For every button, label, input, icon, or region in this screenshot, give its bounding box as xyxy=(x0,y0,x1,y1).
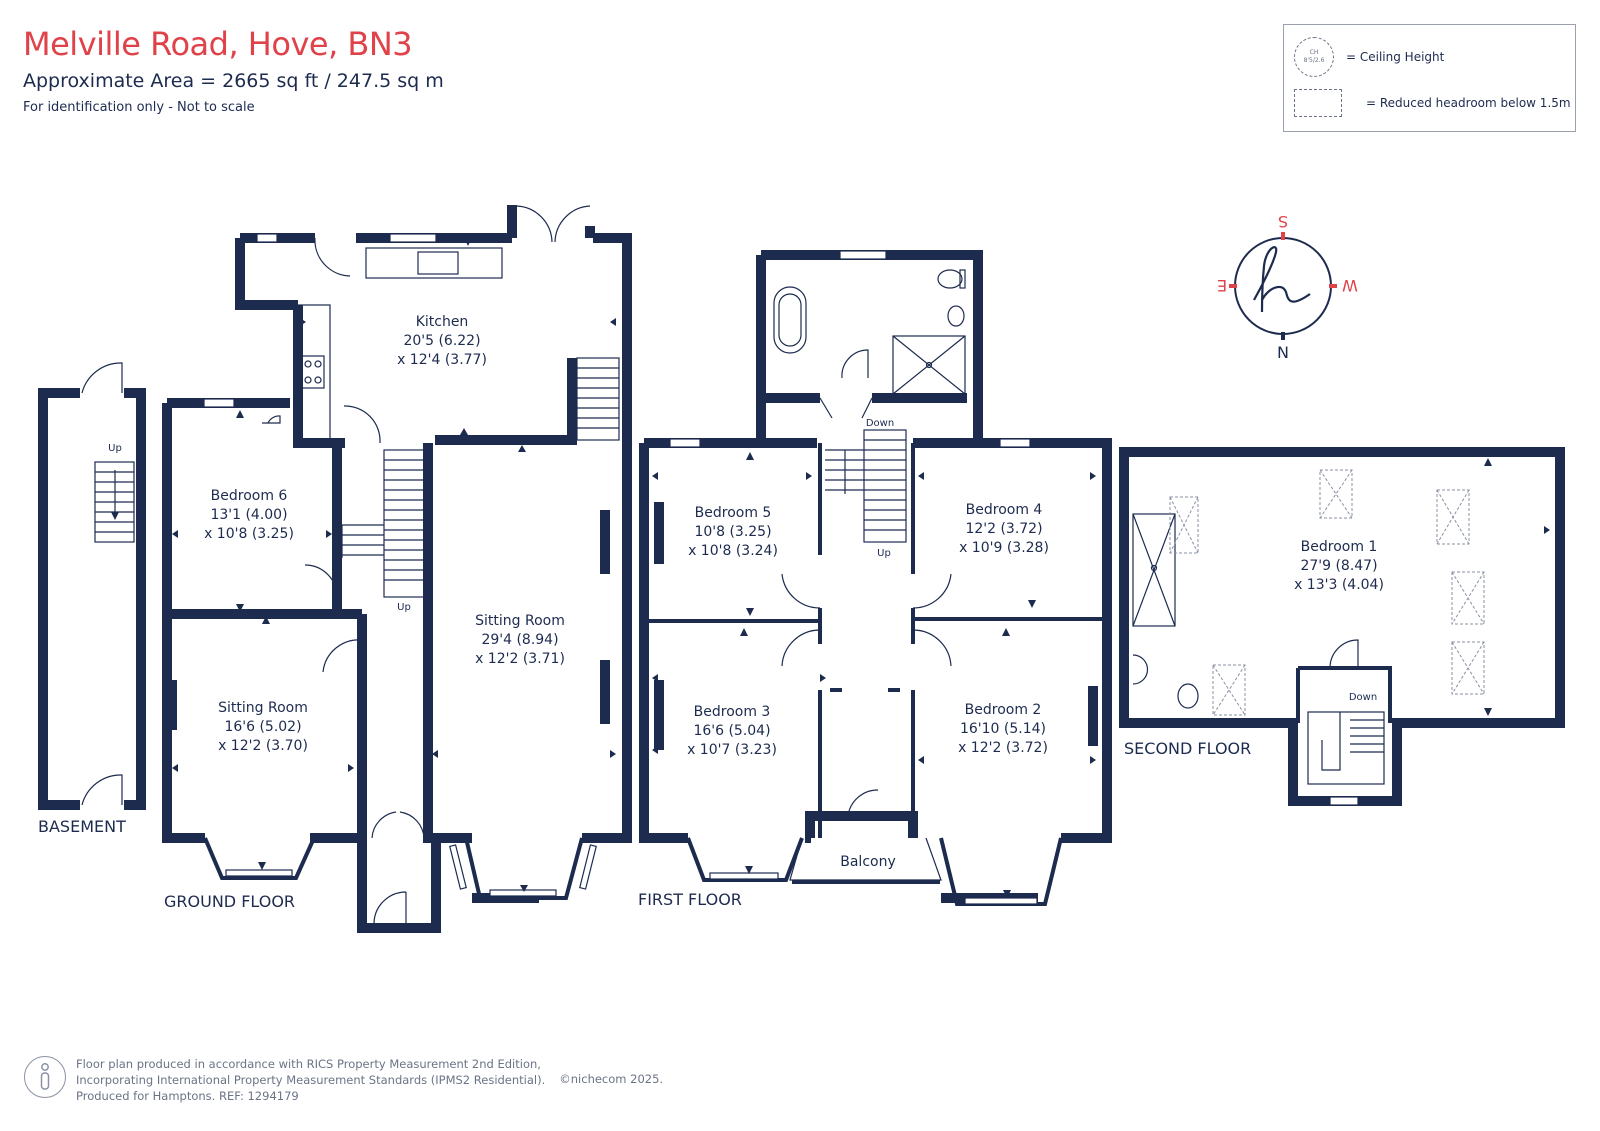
legend-reduced-headroom: = Reduced headroom below 1.5m xyxy=(1294,89,1571,117)
basement-stairs-up: Up xyxy=(108,443,122,454)
svg-text:16'10 (5.14): 16'10 (5.14) xyxy=(960,721,1046,737)
svg-text:16'6 (5.04): 16'6 (5.04) xyxy=(693,723,770,739)
ground-floor-plan: Up xyxy=(162,205,632,933)
svg-text:16'6 (5.02): 16'6 (5.02) xyxy=(224,719,301,735)
room-sitting-room-small: Sitting Room 16'6 (5.02) x 12'2 (3.70) xyxy=(218,700,308,754)
room-bedroom-5: Bedroom 5 10'8 (3.25) x 10'8 (3.24) xyxy=(688,505,778,559)
property-title: Melville Road, Hove, BN3 xyxy=(23,25,413,63)
compass-west: W xyxy=(1342,276,1358,295)
legend-ceiling-height: CH 8'5/2.6 = Ceiling Height xyxy=(1294,37,1444,77)
reduced-headroom-label: = Reduced headroom below 1.5m xyxy=(1366,96,1571,110)
svg-text:Bedroom 1: Bedroom 1 xyxy=(1301,539,1378,555)
floor-label-ground: GROUND FLOOR xyxy=(164,892,295,911)
svg-text:Bedroom 5: Bedroom 5 xyxy=(695,505,772,521)
header: Melville Road, Hove, BN3 Approximate Are… xyxy=(23,22,444,115)
second-stairs-down: Down xyxy=(1349,692,1377,703)
room-balcony: Balcony xyxy=(840,854,896,870)
second-floor-plan: Down xyxy=(1119,447,1565,806)
first-stairs-down: Down xyxy=(866,418,894,429)
svg-text:13'1 (4.00): 13'1 (4.00) xyxy=(210,507,287,523)
svg-text:Bedroom 4: Bedroom 4 xyxy=(966,502,1043,518)
svg-text:x 10'7 (3.23): x 10'7 (3.23) xyxy=(687,742,777,758)
svg-text:Bedroom 2: Bedroom 2 xyxy=(965,702,1042,718)
floor-label-basement: BASEMENT xyxy=(38,817,126,836)
room-kitchen: Kitchen 20'5 (6.22) x 12'4 (3.77) xyxy=(397,314,487,368)
compass-south: S xyxy=(1278,212,1288,231)
floor-labels: BASEMENT GROUND FLOOR FIRST FLOOR SECOND… xyxy=(38,739,1251,911)
svg-text:x 10'8 (3.24): x 10'8 (3.24) xyxy=(688,543,778,559)
first-stairs-up: Up xyxy=(877,548,891,559)
svg-text:12'2 (3.72): 12'2 (3.72) xyxy=(965,521,1042,537)
svg-text:x 12'4 (3.77): x 12'4 (3.77) xyxy=(397,352,487,368)
copyright: ©nichecom 2025. xyxy=(559,1072,664,1086)
svg-text:Bedroom 6: Bedroom 6 xyxy=(211,488,288,504)
svg-text:x 12'2 (3.72): x 12'2 (3.72) xyxy=(958,740,1048,756)
svg-text:29'4 (8.94): 29'4 (8.94) xyxy=(481,632,558,648)
room-bedroom-4: Bedroom 4 12'2 (3.72) x 10'9 (3.28) xyxy=(959,502,1049,556)
svg-text:27'9 (8.47): 27'9 (8.47) xyxy=(1300,558,1377,574)
compass: S N E W xyxy=(1217,212,1358,362)
room-bedroom-2: Bedroom 2 16'10 (5.14) x 12'2 (3.72) xyxy=(958,702,1048,756)
footer: Floor plan produced in accordance with R… xyxy=(24,1056,663,1104)
ceiling-height-icon: CH 8'5/2.6 xyxy=(1294,37,1334,77)
rics-person-icon xyxy=(24,1056,66,1098)
basement-stairs: Up xyxy=(94,443,135,543)
svg-text:x 12'2 (3.71): x 12'2 (3.71) xyxy=(475,651,565,667)
ground-stairs-up: Up xyxy=(397,602,411,613)
svg-text:x 10'9 (3.28): x 10'9 (3.28) xyxy=(959,540,1049,556)
room-labels: Kitchen 20'5 (6.22) x 12'4 (3.77) Bedroo… xyxy=(204,314,1384,870)
svg-text:x 12'2 (3.70): x 12'2 (3.70) xyxy=(218,738,308,754)
legend: CH 8'5/2.6 = Ceiling Height = Reduced he… xyxy=(1283,24,1576,132)
approximate-area: Approximate Area = 2665 sq ft / 247.5 sq… xyxy=(23,70,444,92)
room-bedroom-1: Bedroom 1 27'9 (8.47) x 13'3 (4.04) xyxy=(1294,539,1384,593)
room-bedroom-3: Bedroom 3 16'6 (5.04) x 10'7 (3.23) xyxy=(687,704,777,758)
compass-north: N xyxy=(1277,343,1289,362)
reduced-headroom-icon xyxy=(1294,89,1342,117)
svg-text:10'8 (3.25): 10'8 (3.25) xyxy=(694,524,771,540)
svg-text:Bedroom 3: Bedroom 3 xyxy=(694,704,771,720)
ceiling-height-label: = Ceiling Height xyxy=(1346,50,1445,64)
svg-text:Sitting Room: Sitting Room xyxy=(218,700,308,716)
room-bedroom-6: Bedroom 6 13'1 (4.00) x 10'8 (3.25) xyxy=(204,488,294,542)
footer-text: Floor plan produced in accordance with R… xyxy=(76,1057,546,1103)
svg-text:20'5 (6.22): 20'5 (6.22) xyxy=(403,333,480,349)
first-floor-plan: Down Up xyxy=(639,250,1112,906)
logo-h-icon xyxy=(1253,246,1311,313)
compass-east: E xyxy=(1217,276,1227,295)
basement-plan: Up xyxy=(38,362,146,810)
svg-text:Sitting Room: Sitting Room xyxy=(475,613,565,629)
floor-label-second: SECOND FLOOR xyxy=(1124,739,1251,758)
disclaimer: For identification only - Not to scale xyxy=(23,100,255,115)
svg-text:Kitchen: Kitchen xyxy=(416,314,469,330)
room-sitting-room-large: Sitting Room 29'4 (8.94) x 12'2 (3.71) xyxy=(475,613,565,667)
svg-text:x 10'8 (3.25): x 10'8 (3.25) xyxy=(204,526,294,542)
svg-text:x 13'3 (4.04): x 13'3 (4.04) xyxy=(1294,577,1384,593)
floor-label-first: FIRST FLOOR xyxy=(638,890,742,909)
